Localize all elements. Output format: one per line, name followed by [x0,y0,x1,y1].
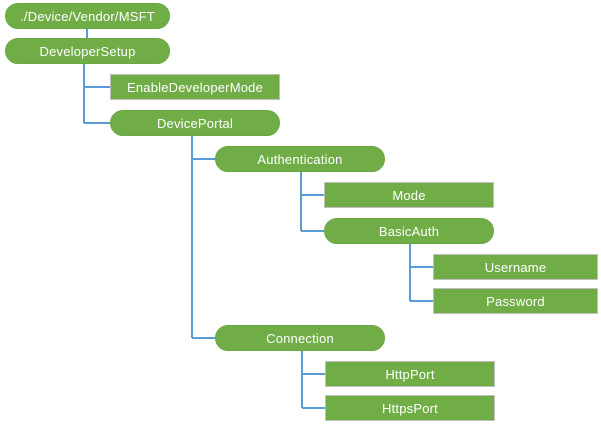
node-root[interactable]: ./Device/Vendor/MSFT [5,3,170,29]
node-password-label: Password [486,293,545,309]
node-mode-label: Mode [392,187,426,203]
node-basicauth-label: BasicAuth [378,223,440,239]
node-password[interactable]: Password [433,288,598,314]
node-connection[interactable]: Connection [215,325,385,351]
node-deviceportal[interactable]: DevicePortal [110,110,280,136]
node-httpport[interactable]: HttpPort [325,361,495,387]
node-authentication-label: Authentication [257,151,343,167]
node-httpsport[interactable]: HttpsPort [325,395,495,421]
node-root-label: ./Device/Vendor/MSFT [20,8,155,24]
node-connection-label: Connection [266,330,334,346]
node-mode[interactable]: Mode [324,182,494,208]
node-enabledevelopermode-label: EnableDeveloperMode [126,79,264,95]
node-enabledevelopermode[interactable]: EnableDeveloperMode [110,74,280,100]
node-basicauth[interactable]: BasicAuth [324,218,494,244]
node-httpport-label: HttpPort [385,366,435,382]
node-username[interactable]: Username [433,254,598,280]
node-deviceportal-label: DevicePortal [156,115,234,131]
node-developersetup[interactable]: DeveloperSetup [5,38,170,64]
node-username-label: Username [484,259,547,275]
node-authentication[interactable]: Authentication [215,146,385,172]
node-httpsport-label: HttpsPort [382,400,438,416]
node-developersetup-label: DeveloperSetup [39,43,136,59]
